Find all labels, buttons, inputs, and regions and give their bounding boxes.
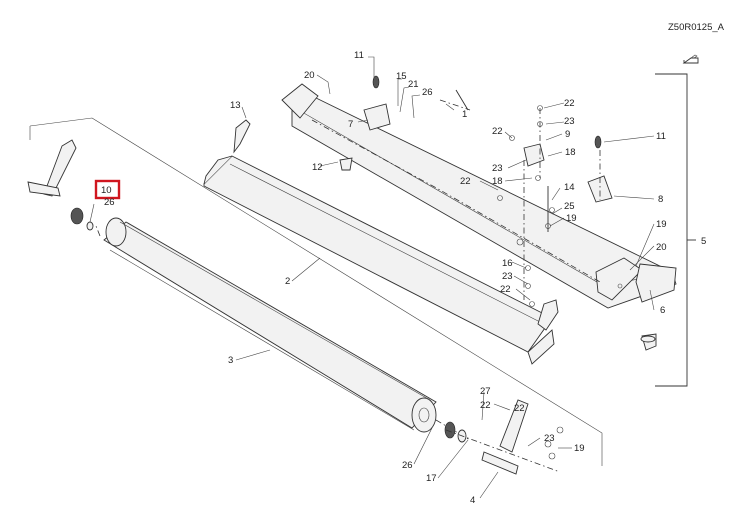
callout-22-d: 22 [500,284,511,295]
callout-9: 9 [565,129,570,140]
callout-20-top: 20 [304,70,315,81]
callout-11-top: 11 [354,50,364,61]
callout-23-b: 23 [492,163,503,174]
callout-15: 16 [502,258,513,269]
callout-3: 3 [228,355,233,366]
roller-tube [103,217,437,433]
callout-6: 6 [660,305,665,316]
callout-22-c: 22 [460,176,471,187]
deflector-plate [203,119,559,365]
callout-4: 4 [470,495,475,506]
callout-23-d: 23 [544,433,555,444]
callout-10-highlight[interactable] [94,179,121,200]
callout-13: 13 [230,100,241,111]
frame-outline [29,117,603,466]
right-end-parts [444,399,564,475]
callout-17: 17 [426,473,437,484]
hardware-bits [339,75,657,351]
callout-11-right: 11 [656,131,666,142]
callout-5: 5 [701,236,706,247]
callout-19-a: 19 [566,213,577,224]
group-bracket [655,73,688,387]
callout-19-c: 19 [574,443,585,454]
callout-16: 15 [396,71,407,82]
leader-lines [89,56,655,499]
rear-bar-assembly [281,83,677,309]
callout-18-a: 18 [565,147,576,158]
drive-arm-left [27,139,94,231]
callout-24: 25 [564,201,575,212]
callout-2: 2 [285,276,290,287]
callout-27: 27 [480,386,491,397]
callout-19-b: 19 [656,219,667,230]
callout-12: 12 [312,162,323,173]
callout-7: 7 [348,119,353,130]
callout-22-b: 22 [492,126,503,137]
callout-8: 8 [658,194,663,205]
callout-labels: 11 20 15 21 26 1 13 7 12 22 23 9 22 11 1… [101,50,706,506]
callout-26-bottom: 26 [402,460,413,471]
callout-20-right: 20 [656,242,667,253]
callout-1: 1 [462,109,467,120]
callout-22-e: 22 [480,400,491,411]
callout-14: 14 [564,182,575,193]
hand-pointer-icon [682,54,699,64]
drawing-reference: Z50R0125_A [668,22,725,33]
callout-18-b: 18 [492,176,503,187]
callout-22-a: 22 [564,98,575,109]
callout-10[interactable]: 10 [101,185,112,196]
callout-23-c: 23 [502,271,513,282]
callout-23-a: 23 [564,116,575,127]
callout-21: 21 [408,79,419,90]
callout-25: 26 [422,87,433,98]
callout-22-f: 22 [514,403,525,414]
callout-26-left: 26 [104,197,115,208]
